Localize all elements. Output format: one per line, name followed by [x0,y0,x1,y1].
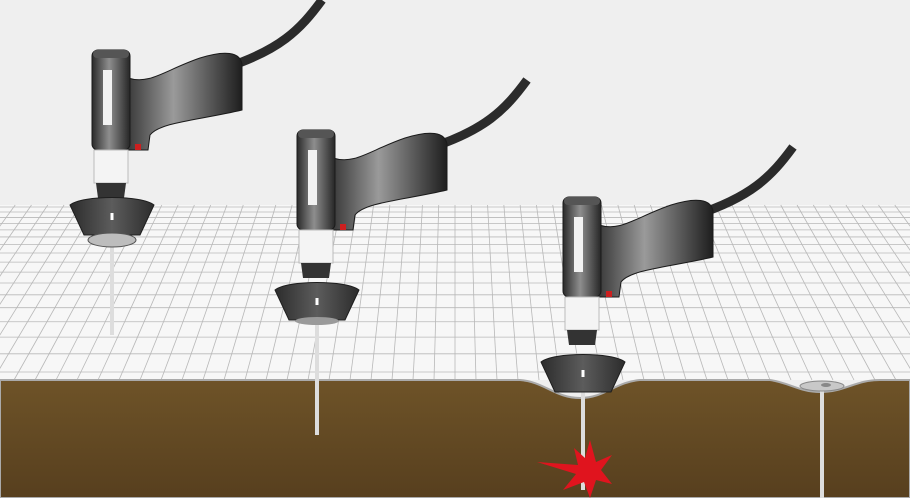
mesh-line [487,204,498,381]
mesh-line [861,204,910,277]
mesh-line [519,204,540,381]
mesh-line [97,204,179,381]
mesh-line [829,204,910,336]
mesh-line [470,204,477,381]
mesh-line [878,204,910,251]
mesh-line [76,204,163,381]
mesh-line [731,204,813,381]
mesh-line [391,204,407,381]
installed-anchor [799,380,845,498]
mesh-line [181,204,244,381]
geomembrane-mesh [0,204,910,381]
mesh-line [764,204,855,381]
mesh-line [139,204,212,381]
anchor-tool-3 [537,147,793,498]
anchor-tool-1 [69,0,322,335]
anchor-disk [295,317,339,325]
mesh-line [813,204,910,369]
mesh-line [0,204,97,369]
mesh-line [503,204,519,381]
mesh-line [349,204,374,381]
mesh-line [715,204,792,381]
mesh-line [433,204,440,381]
mesh-line [0,204,32,251]
mesh-line [370,204,391,381]
mesh-line [244,204,293,381]
soil-ground [0,379,910,498]
anchor-disk [87,232,137,248]
mesh-line [202,204,260,381]
mesh-line [412,204,423,381]
mesh-line [845,204,910,305]
mesh-line [0,204,81,336]
mesh-line [536,204,561,381]
mesh-line [780,204,876,381]
mesh-line [0,204,65,305]
mesh-line [223,204,277,381]
mesh-line [118,204,195,381]
mesh-line [796,204,897,381]
mesh-line [160,204,228,381]
mesh-line [747,204,834,381]
impact-burst-icon [537,440,612,498]
anchor-tool-2 [274,80,527,435]
mesh-line [0,204,49,277]
